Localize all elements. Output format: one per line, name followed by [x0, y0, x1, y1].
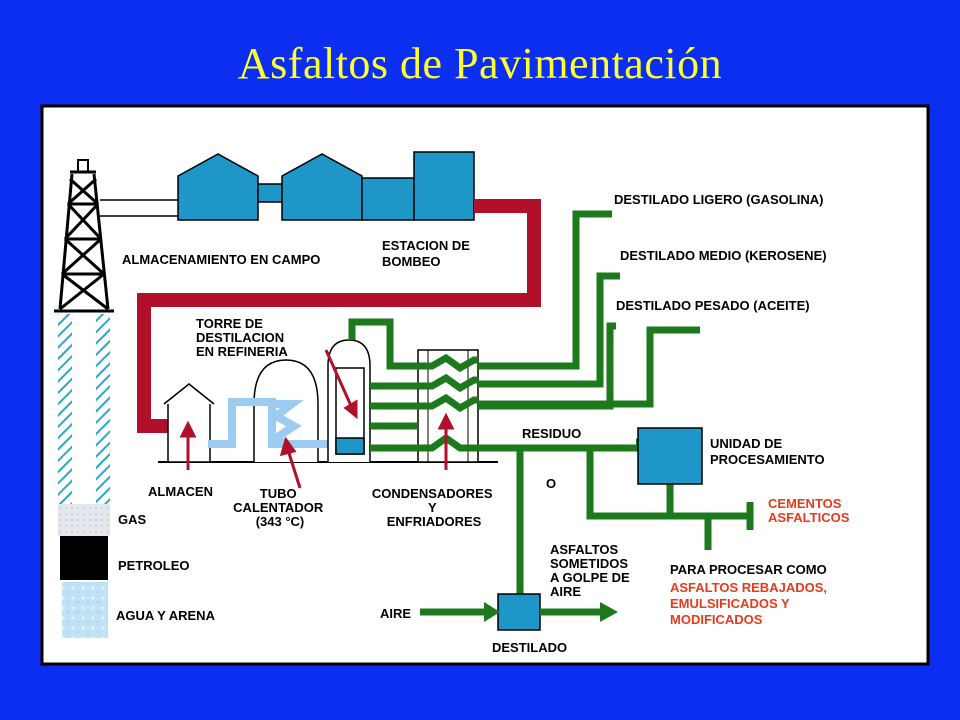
- blown-asphalt-label: ASFALTOS SOMETIDOS A GOLPE DE AIRE: [550, 542, 633, 599]
- refinery-diagram: ALMACENAMIENTO EN CAMPO ESTACION DE BOMB…: [40, 104, 930, 666]
- gas-zone: [58, 504, 110, 536]
- storage-label: ALMACEN: [148, 484, 213, 499]
- crude-pipeline: [137, 199, 541, 433]
- heavy-distillate-label: DESTILADO PESADO (ACEITE): [616, 298, 810, 313]
- distillation-tower-label: TORRE DE DESTILACION EN REFINERIA: [196, 316, 288, 359]
- residue-label: RESIDUO: [522, 426, 581, 441]
- air-arrow: [420, 602, 500, 622]
- processing-unit: [637, 427, 703, 485]
- condensers-label: CONDENSADORES Y ENFRIADORES: [372, 486, 496, 529]
- well-casing: [58, 314, 110, 638]
- or-label: O: [546, 476, 556, 491]
- asphalt-cements-label: CEMENTOS ASFALTICOS: [768, 496, 850, 525]
- heater-label: TUBO CALENTADOR (343 °C): [233, 486, 327, 529]
- air-label: AIRE: [380, 606, 411, 621]
- field-storage-tanks: [177, 151, 475, 221]
- medium-distillate-label: DESTILADO MEDIO (KEROSENE): [620, 248, 827, 263]
- slide-title: Asfaltos de Pavimentación: [237, 39, 723, 88]
- blowing-still: [497, 593, 541, 631]
- pointer-arrows: [179, 349, 455, 489]
- well-to-storage-pipe: [100, 199, 178, 217]
- water-sand-label: AGUA Y ARENA: [116, 608, 216, 623]
- tower-bottoms: [335, 437, 365, 455]
- field-storage-label: ALMACENAMIENTO EN CAMPO: [122, 252, 320, 267]
- light-distillate-label: DESTILADO LIGERO (GASOLINA): [614, 192, 823, 207]
- oil-derrick: [54, 159, 114, 313]
- oil-label: PETROLEO: [118, 558, 190, 573]
- gas-label: GAS: [118, 512, 147, 527]
- blown-asphalt-arrow: [540, 602, 618, 622]
- water-sand-zone: [62, 582, 108, 638]
- pump-station-label: ESTACION DE BOMBEO: [382, 238, 474, 269]
- process-as-label: PARA PROCESAR COMO: [670, 562, 827, 577]
- oil-zone: [60, 536, 108, 580]
- product-lines: [348, 210, 754, 594]
- still-label: DESTILADO: [492, 640, 567, 655]
- process-products-label: ASFALTOS REBAJADOS, EMULSIFICADOS Y MODI…: [670, 580, 831, 627]
- processing-unit-label: UNIDAD DE PROCESAMIENTO: [710, 436, 825, 467]
